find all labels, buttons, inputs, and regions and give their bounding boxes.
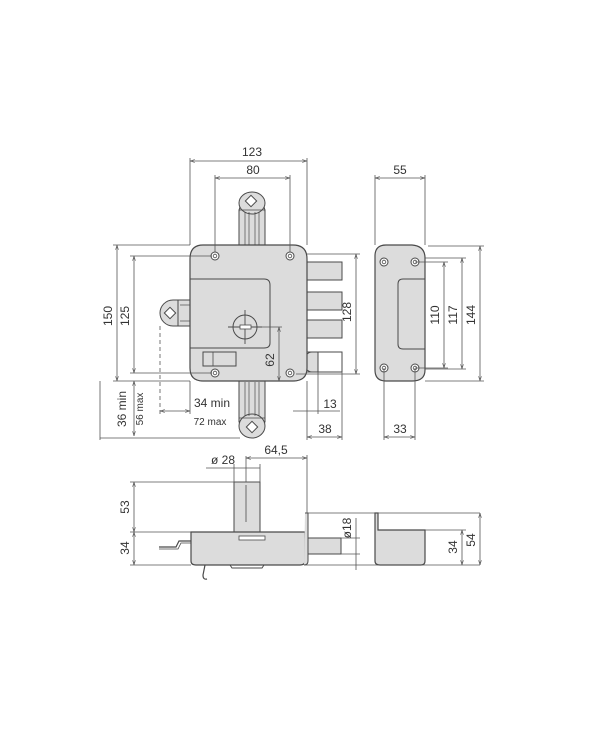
dim-backset-min: 36 min bbox=[115, 391, 129, 427]
top-vertical-rod bbox=[238, 191, 266, 251]
side-dimension-labels: ø 28 64,5 53 34 ø18 34 54 bbox=[118, 443, 478, 555]
front-view: 123 80 150 125 128 62 13 38 36 min 56 ma… bbox=[99, 145, 360, 440]
dim-keeper-height: 144 bbox=[464, 305, 478, 325]
keeper-side bbox=[374, 512, 426, 566]
front-dimensions bbox=[99, 158, 360, 440]
dim-backset-max: 56 max bbox=[135, 393, 146, 426]
dim-hole-height: 125 bbox=[118, 306, 132, 326]
bottom-vertical-rod bbox=[238, 379, 266, 439]
dim-body-depth: 34 bbox=[118, 541, 132, 555]
square-hole-icon bbox=[244, 194, 258, 208]
dim-rod-min: 34 min bbox=[194, 396, 230, 410]
keeper-view: 55 110 117 144 33 bbox=[374, 163, 484, 440]
keeper-dimension-labels: 55 110 117 144 33 bbox=[393, 163, 478, 436]
screw-hole-icon bbox=[285, 251, 295, 261]
screw-hole-icon bbox=[379, 257, 389, 267]
keyhole-icon bbox=[228, 310, 262, 344]
side-dimensions bbox=[130, 455, 480, 570]
screw-holes bbox=[210, 251, 295, 378]
dim-key-offset: 62 bbox=[263, 353, 277, 367]
dim-bolt-diameter: ø18 bbox=[340, 517, 354, 538]
front-dimension-labels: 123 80 150 125 128 62 13 38 36 min 56 ma… bbox=[101, 145, 354, 436]
dim-overall-height: 150 bbox=[101, 306, 115, 326]
screw-hole-icon bbox=[210, 251, 220, 261]
dim-keeper-depth: 34 bbox=[446, 540, 460, 554]
dim-keeper-width: 55 bbox=[393, 163, 407, 177]
dim-keeper-total: 54 bbox=[464, 533, 478, 547]
left-horizontal-rod bbox=[159, 299, 195, 327]
right-bolts bbox=[303, 261, 343, 373]
keeper-dimensions bbox=[374, 175, 484, 440]
dim-bolt-span: 128 bbox=[340, 302, 354, 322]
square-hole-icon bbox=[163, 306, 177, 320]
cylinder bbox=[233, 481, 261, 533]
screw-hole-icon bbox=[210, 368, 220, 378]
dim-keeper-hole-inner: 110 bbox=[428, 305, 442, 324]
dim-rod-max: 72 max bbox=[194, 417, 227, 428]
dim-cylinder-height: 53 bbox=[118, 500, 132, 514]
dim-overall-width: 123 bbox=[242, 145, 262, 159]
slide-button bbox=[202, 351, 237, 367]
square-hole-icon bbox=[245, 420, 259, 434]
dim-hole-width: 80 bbox=[246, 163, 260, 177]
dim-keeper-hole-width: 33 bbox=[393, 422, 407, 436]
side-view: ø 28 64,5 53 34 ø18 34 54 bbox=[118, 443, 480, 580]
dim-bolt-projection: 38 bbox=[318, 422, 332, 436]
screw-hole-icon bbox=[285, 368, 295, 378]
dim-latch-width: 13 bbox=[323, 397, 337, 411]
dim-cylinder-diameter: ø 28 bbox=[211, 453, 235, 467]
dim-keeper-hole-outer: 117 bbox=[446, 305, 460, 324]
dim-cylinder-offset: 64,5 bbox=[264, 443, 288, 457]
